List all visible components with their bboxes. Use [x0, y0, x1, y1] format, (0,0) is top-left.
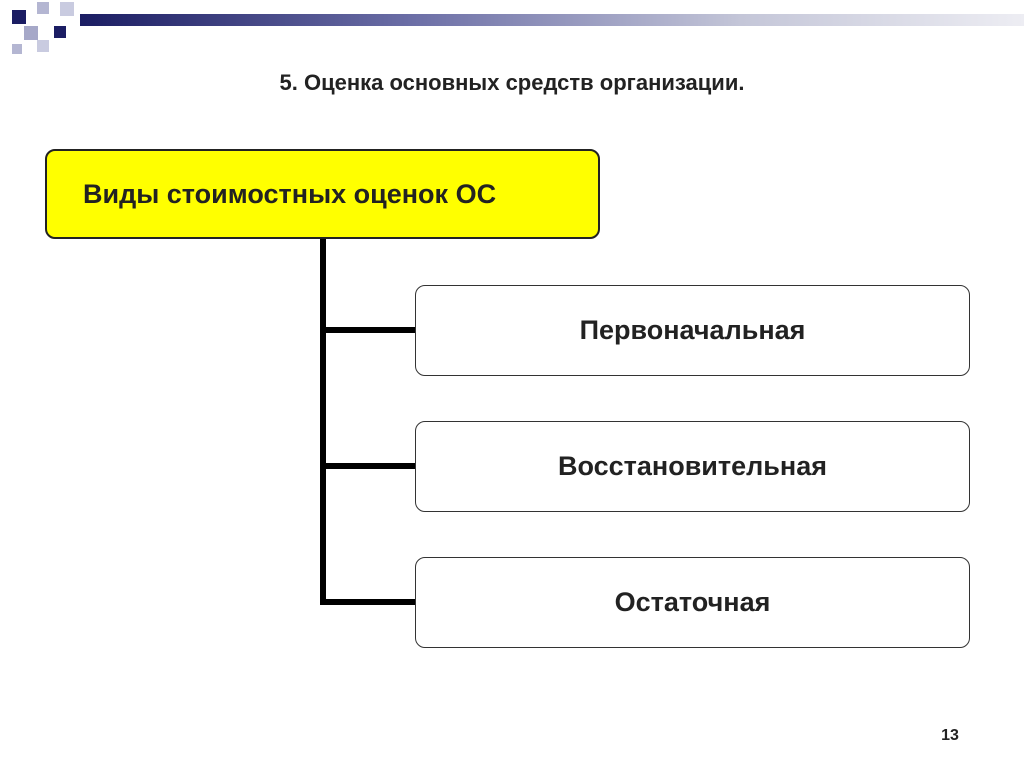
- child-node-label: Восстановительная: [558, 451, 827, 481]
- decor-square: [12, 10, 26, 24]
- child-node-label: Первоначальная: [579, 315, 806, 345]
- root-node-label: Виды стоимостных оценок ОС: [83, 178, 497, 209]
- child-node-original: Первоначальная: [415, 285, 970, 376]
- decor-square: [37, 40, 49, 52]
- child-node-replacement: Восстановительная: [415, 421, 970, 512]
- decor-square: [24, 26, 38, 40]
- decor-square: [12, 44, 22, 54]
- decor-square: [37, 2, 49, 14]
- decor-square: [54, 26, 66, 38]
- child-node-residual: Остаточная: [415, 557, 970, 648]
- child-node-label: Остаточная: [614, 587, 771, 617]
- page-number: 13: [941, 727, 959, 744]
- header-gradient-bar: [80, 14, 1024, 26]
- slide-title: 5. Оценка основных средств организации.: [279, 70, 745, 95]
- root-node: Виды стоимостных оценок ОС: [45, 149, 600, 239]
- decor-square: [60, 2, 74, 16]
